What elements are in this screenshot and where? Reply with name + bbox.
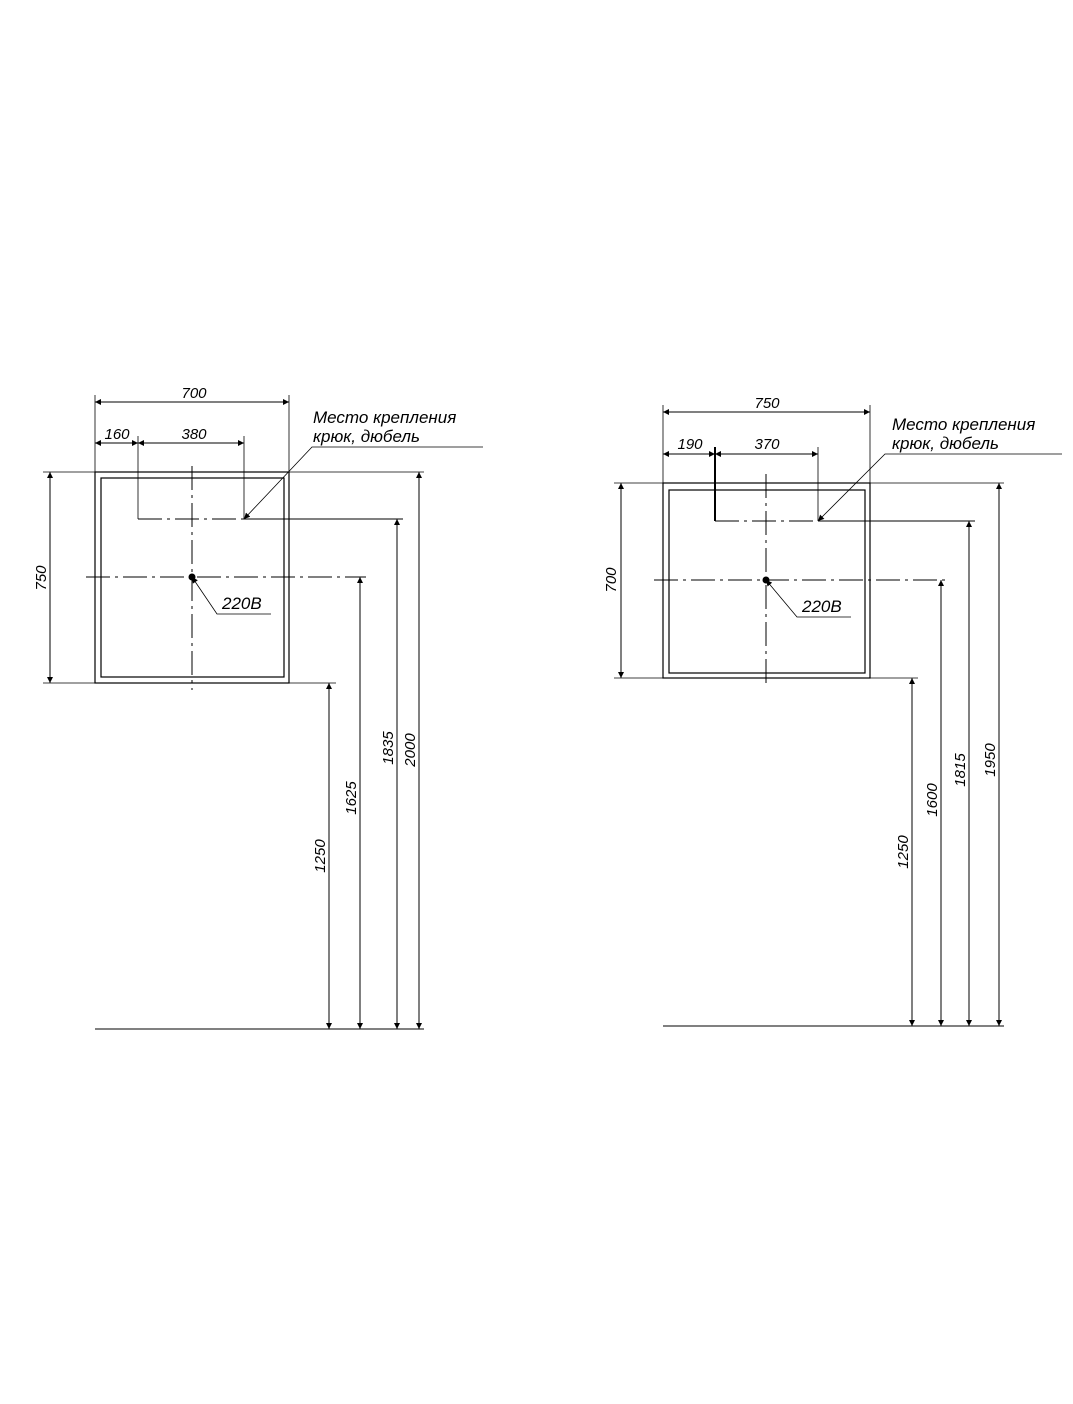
top-height-label: 2000 <box>402 733 419 768</box>
socket-height-label: 1625 <box>343 781 360 815</box>
socket-leader <box>191 576 271 615</box>
socket-leader <box>765 579 851 618</box>
mount-note-leader <box>817 453 1062 522</box>
hook-span-dimension-label: 370 <box>754 436 780 453</box>
bottom-height-label: 1250 <box>895 835 912 869</box>
mount-note-line2: крюк, дюбель <box>892 434 999 453</box>
mount-note-line1: Место крепления <box>892 415 1035 434</box>
mount-note-line2: крюк, дюбель <box>313 427 420 446</box>
offset-dimension-label: 190 <box>677 436 703 453</box>
socket-label: 220В <box>221 594 262 613</box>
hook-span-dimension-label: 380 <box>181 426 207 443</box>
mount-note-leader <box>243 446 483 520</box>
width-dimension-label: 700 <box>181 385 207 402</box>
height-dimension-label: 750 <box>33 565 50 591</box>
mount-note-line1: Место крепления <box>313 408 456 427</box>
top-height-label: 1950 <box>982 743 999 777</box>
mirror-drawing-left: 700 160 380 750 Место крепления крюк, дю… <box>33 385 483 1030</box>
height-dimension-label: 700 <box>603 567 620 593</box>
bottom-height-label: 1250 <box>312 839 329 873</box>
offset-dimension-label: 160 <box>104 426 130 443</box>
width-dimension-label: 750 <box>754 395 780 412</box>
socket-label: 220В <box>801 597 842 616</box>
mirror-drawing-right: 750 190 370 700 Место крепления крюк, дю… <box>603 395 1062 1027</box>
socket-height-label: 1600 <box>924 783 941 817</box>
mirror-inner-frame <box>668 489 866 674</box>
hook-height-label: 1835 <box>380 731 397 765</box>
hook-height-label: 1815 <box>952 753 969 787</box>
